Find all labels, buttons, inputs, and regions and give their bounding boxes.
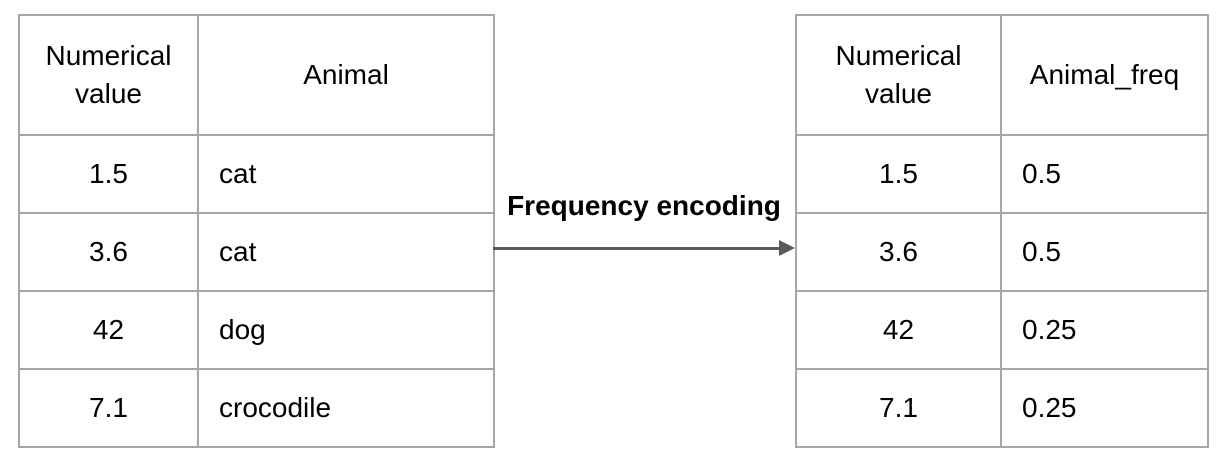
table-row: 7.1 crocodile [18,368,495,448]
numerical-value-cell: 1.5 [18,134,199,214]
arrow-line [493,247,783,250]
numerical-value-column-header: Numerical value [795,14,1002,136]
table-row: 3.6 0.5 [795,212,1209,292]
arrow-head-icon [779,240,795,256]
table-header-row: Numerical value Animal [18,14,495,136]
numerical-value-cell: 3.6 [18,212,199,292]
animal-freq-cell: 0.25 [1000,368,1209,448]
table-header-row: Numerical value Animal_freq [795,14,1209,136]
numerical-value-cell: 7.1 [795,368,1002,448]
encoded-table: Numerical value Animal_freq 1.5 0.5 3.6 … [795,14,1209,448]
numerical-value-cell: 7.1 [18,368,199,448]
animal-cell: cat [197,212,495,292]
animal-freq-cell: 0.5 [1000,134,1209,214]
animal-cell: dog [197,290,495,370]
animal-freq-cell: 0.5 [1000,212,1209,292]
numerical-value-cell: 42 [795,290,1002,370]
table-row: 42 0.25 [795,290,1209,370]
animal-cell: crocodile [197,368,495,448]
numerical-value-cell: 1.5 [795,134,1002,214]
table-row: 7.1 0.25 [795,368,1209,448]
animal-freq-cell: 0.25 [1000,290,1209,370]
numerical-value-column-header: Numerical value [18,14,199,136]
animal-freq-column-header: Animal_freq [1000,14,1209,136]
table-row: 3.6 cat [18,212,495,292]
original-table: Numerical value Animal 1.5 cat 3.6 cat 4… [18,14,495,448]
numerical-value-cell: 42 [18,290,199,370]
animal-column-header: Animal [197,14,495,136]
transform-label: Frequency encoding [507,190,781,221]
table-row: 42 dog [18,290,495,370]
table-row: 1.5 cat [18,134,495,214]
numerical-value-cell: 3.6 [795,212,1002,292]
table-row: 1.5 0.5 [795,134,1209,214]
animal-cell: cat [197,134,495,214]
